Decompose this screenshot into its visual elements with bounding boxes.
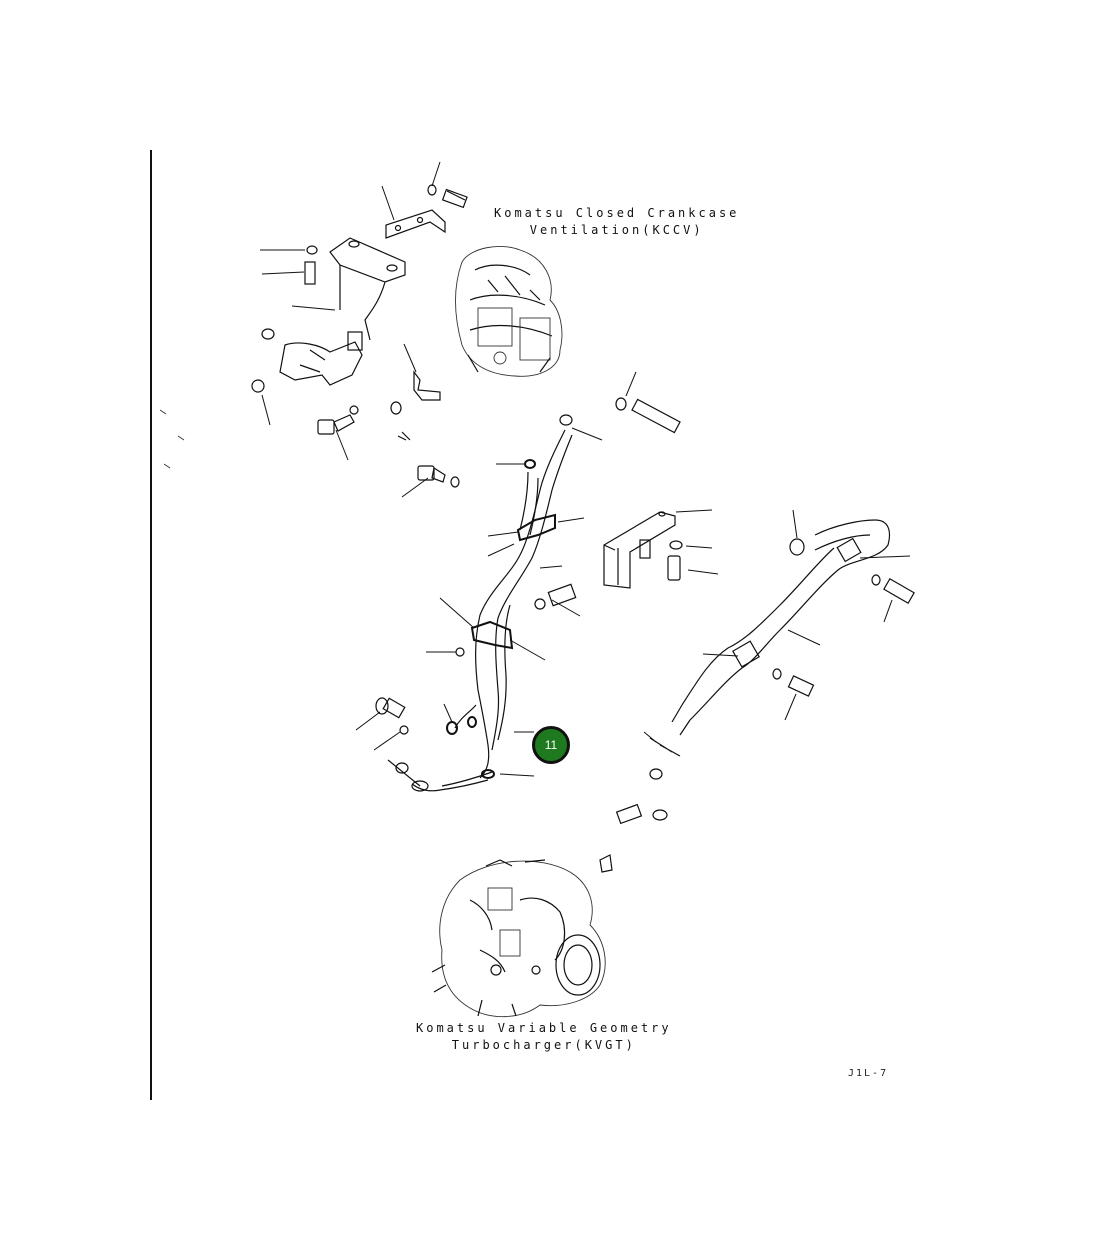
kvgt-turbocharger bbox=[431, 859, 606, 1018]
hose-end-hardware bbox=[599, 538, 915, 873]
long-hose bbox=[671, 519, 891, 736]
mount-bracket bbox=[329, 237, 406, 341]
leader-lines bbox=[260, 161, 911, 777]
sheet-id: J1L-7 bbox=[848, 1068, 889, 1079]
part-callout-label: 11 bbox=[544, 738, 558, 752]
hardware-upper-right bbox=[559, 397, 681, 434]
kvgt-caption: Komatsu Variable Geometry Turbocharger(K… bbox=[416, 1020, 672, 1054]
part-callout-11[interactable]: 11 bbox=[532, 726, 570, 764]
kccv-caption: Komatsu Closed Crankcase Ventilation(KCC… bbox=[494, 205, 739, 239]
kccv-caption-line2: Ventilation(KCCV) bbox=[529, 223, 704, 237]
left-small-parts bbox=[251, 245, 363, 393]
tube-pair bbox=[411, 429, 573, 792]
edge-marks bbox=[159, 409, 185, 469]
right-bracket bbox=[603, 511, 676, 589]
kccv-caption-line1: Komatsu Closed Crankcase bbox=[494, 206, 740, 220]
top-bracket bbox=[385, 209, 446, 239]
kvgt-caption-line1: Komatsu Variable Geometry bbox=[416, 1021, 672, 1035]
tube-clamps bbox=[446, 459, 556, 779]
kvgt-caption-line2: Turbocharger(KVGT) bbox=[451, 1038, 636, 1052]
hardware-right-bracket bbox=[534, 540, 683, 610]
hardware-left bbox=[317, 370, 460, 488]
top-bolt bbox=[427, 184, 468, 209]
kccv-unit bbox=[455, 245, 563, 377]
